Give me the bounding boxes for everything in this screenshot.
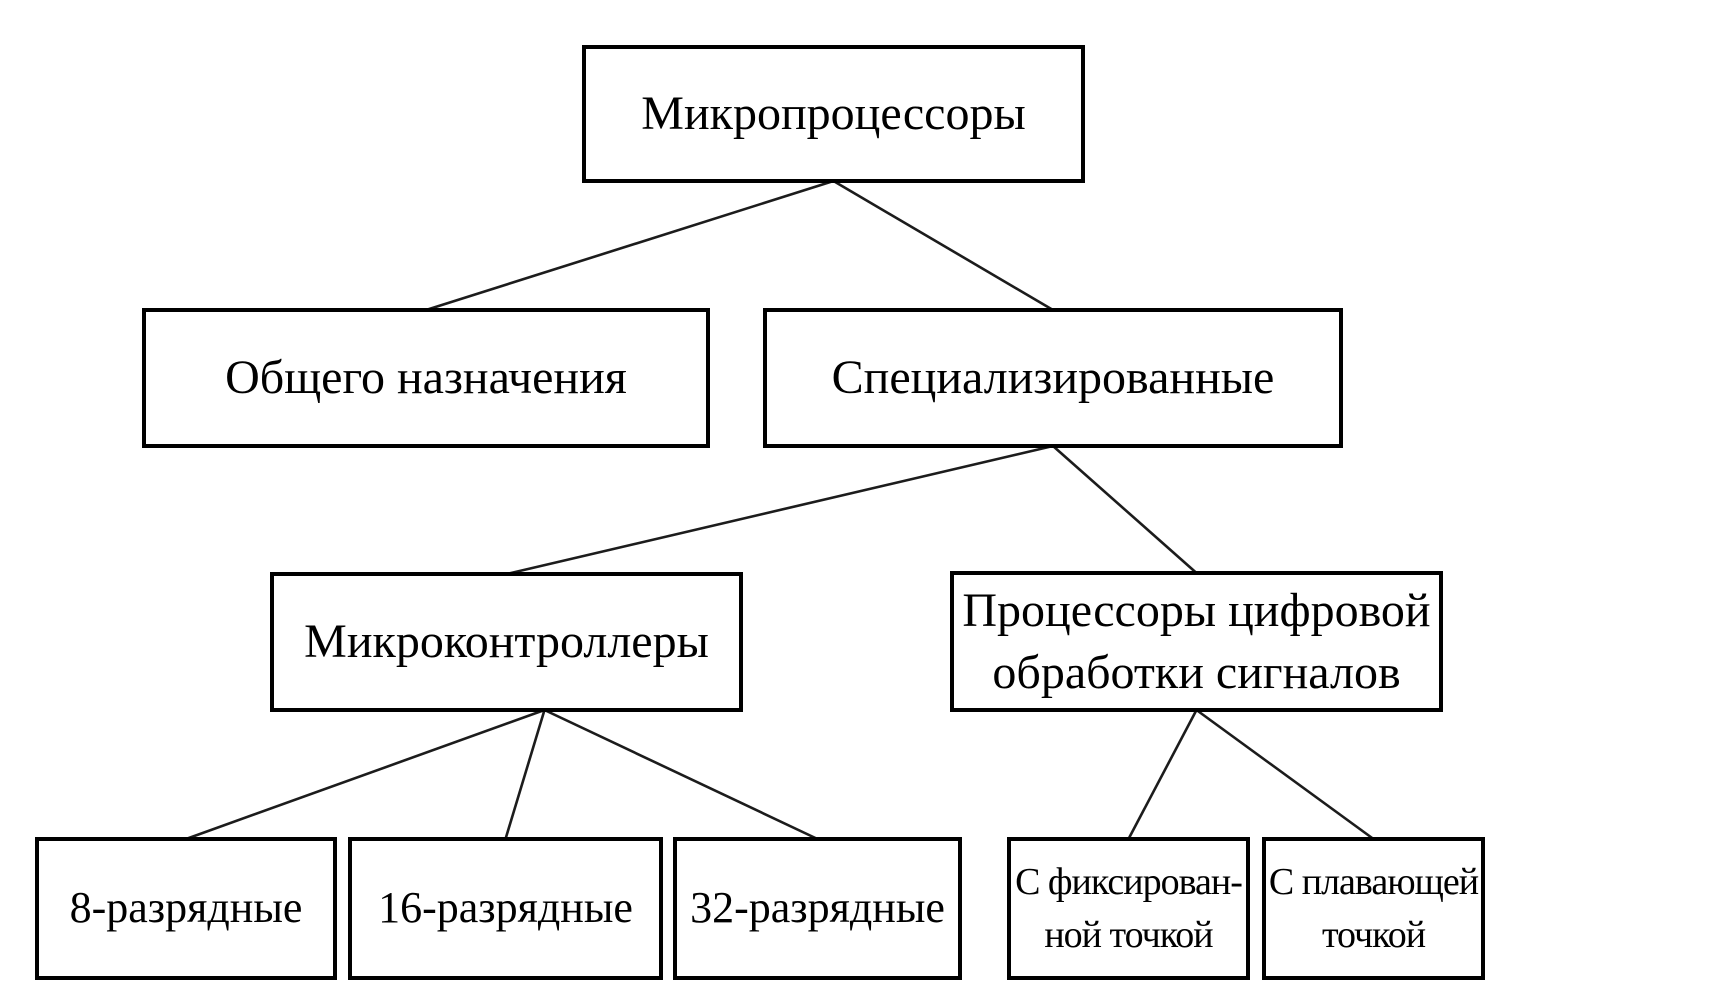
node-8-bit: 8-разрядные xyxy=(35,837,337,980)
node-specialized: Специализированные xyxy=(763,308,1343,448)
node-16-bit: 16-разрядные xyxy=(348,837,663,980)
node-floating-point: С плавающей точкой xyxy=(1262,837,1485,980)
node-general-purpose: Общего назначения xyxy=(142,308,710,448)
node-microcontrollers: Микроконтроллеры xyxy=(270,572,743,712)
node-microprocessors: Микропроцессоры xyxy=(582,45,1085,183)
node-digital-signal-processors: Процессоры цифровой обработки сигналов xyxy=(950,571,1443,712)
node-fixed-point: С фиксирован- ной точкой xyxy=(1007,837,1250,980)
node-32-bit: 32-разрядные xyxy=(673,837,962,980)
